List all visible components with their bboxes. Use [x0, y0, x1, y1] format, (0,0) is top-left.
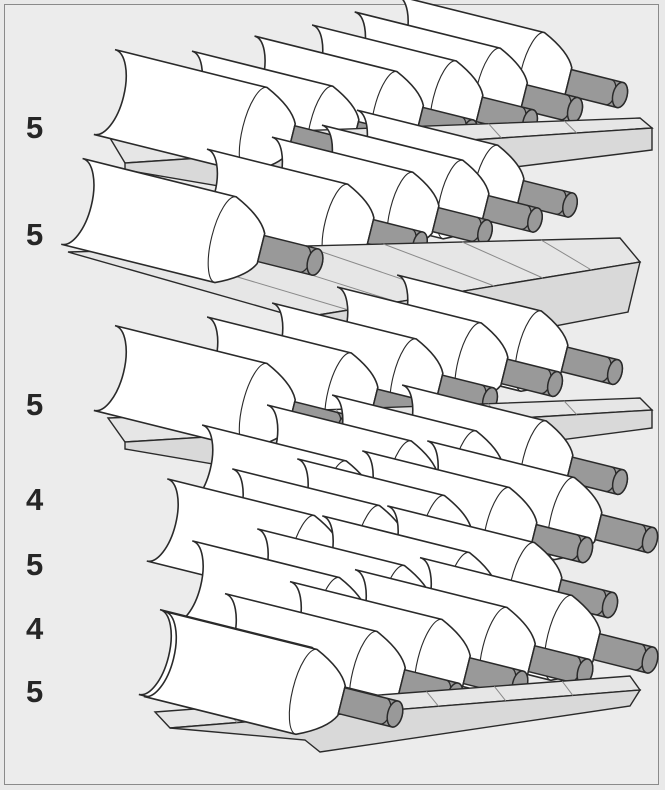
stack-row-1-bottle-count: 4 — [26, 482, 44, 517]
shelf-wire — [493, 685, 507, 702]
shelf-wire — [540, 239, 592, 271]
bottle-mouth — [641, 526, 659, 554]
bottle-seam — [207, 196, 237, 284]
stack-row-4-bottle-count: 5 — [26, 674, 44, 709]
shelf-wire — [488, 123, 502, 139]
bottle-body — [61, 157, 266, 284]
stack-row-2-bottle-count: 5 — [26, 547, 44, 582]
bottle-mouth — [611, 468, 629, 496]
shelf-wire — [561, 680, 574, 696]
shelf-wire — [462, 241, 544, 279]
shelf-wire — [426, 691, 439, 707]
shelf-front-edge — [169, 689, 642, 753]
wine-bottle — [61, 157, 324, 284]
bottle-mouth — [546, 370, 564, 398]
stack-row-3-bottle-count: 4 — [26, 611, 44, 646]
bottle-mouth — [306, 248, 324, 276]
shelf-3-bottle-count: 5 — [26, 387, 44, 422]
wine-bottle — [143, 610, 404, 736]
bottle-body — [143, 610, 347, 736]
shelf-1-bottle-count: 5 — [26, 110, 44, 145]
shelf-wire — [563, 120, 578, 134]
shelf-wire — [383, 243, 495, 287]
bottle-mouth — [386, 700, 404, 728]
bottle-mouth — [562, 192, 578, 218]
bottle-mouth — [611, 81, 629, 109]
bottle-mouth — [527, 207, 543, 233]
bottle-mouth — [641, 646, 659, 674]
bottle-mouth — [576, 536, 594, 564]
bottle-mouth — [601, 591, 619, 619]
bottle-mouth — [606, 358, 624, 386]
shelf-2-bottle-count: 5 — [26, 217, 44, 252]
shelf-wire — [563, 400, 578, 415]
bottle-seam — [288, 648, 318, 735]
